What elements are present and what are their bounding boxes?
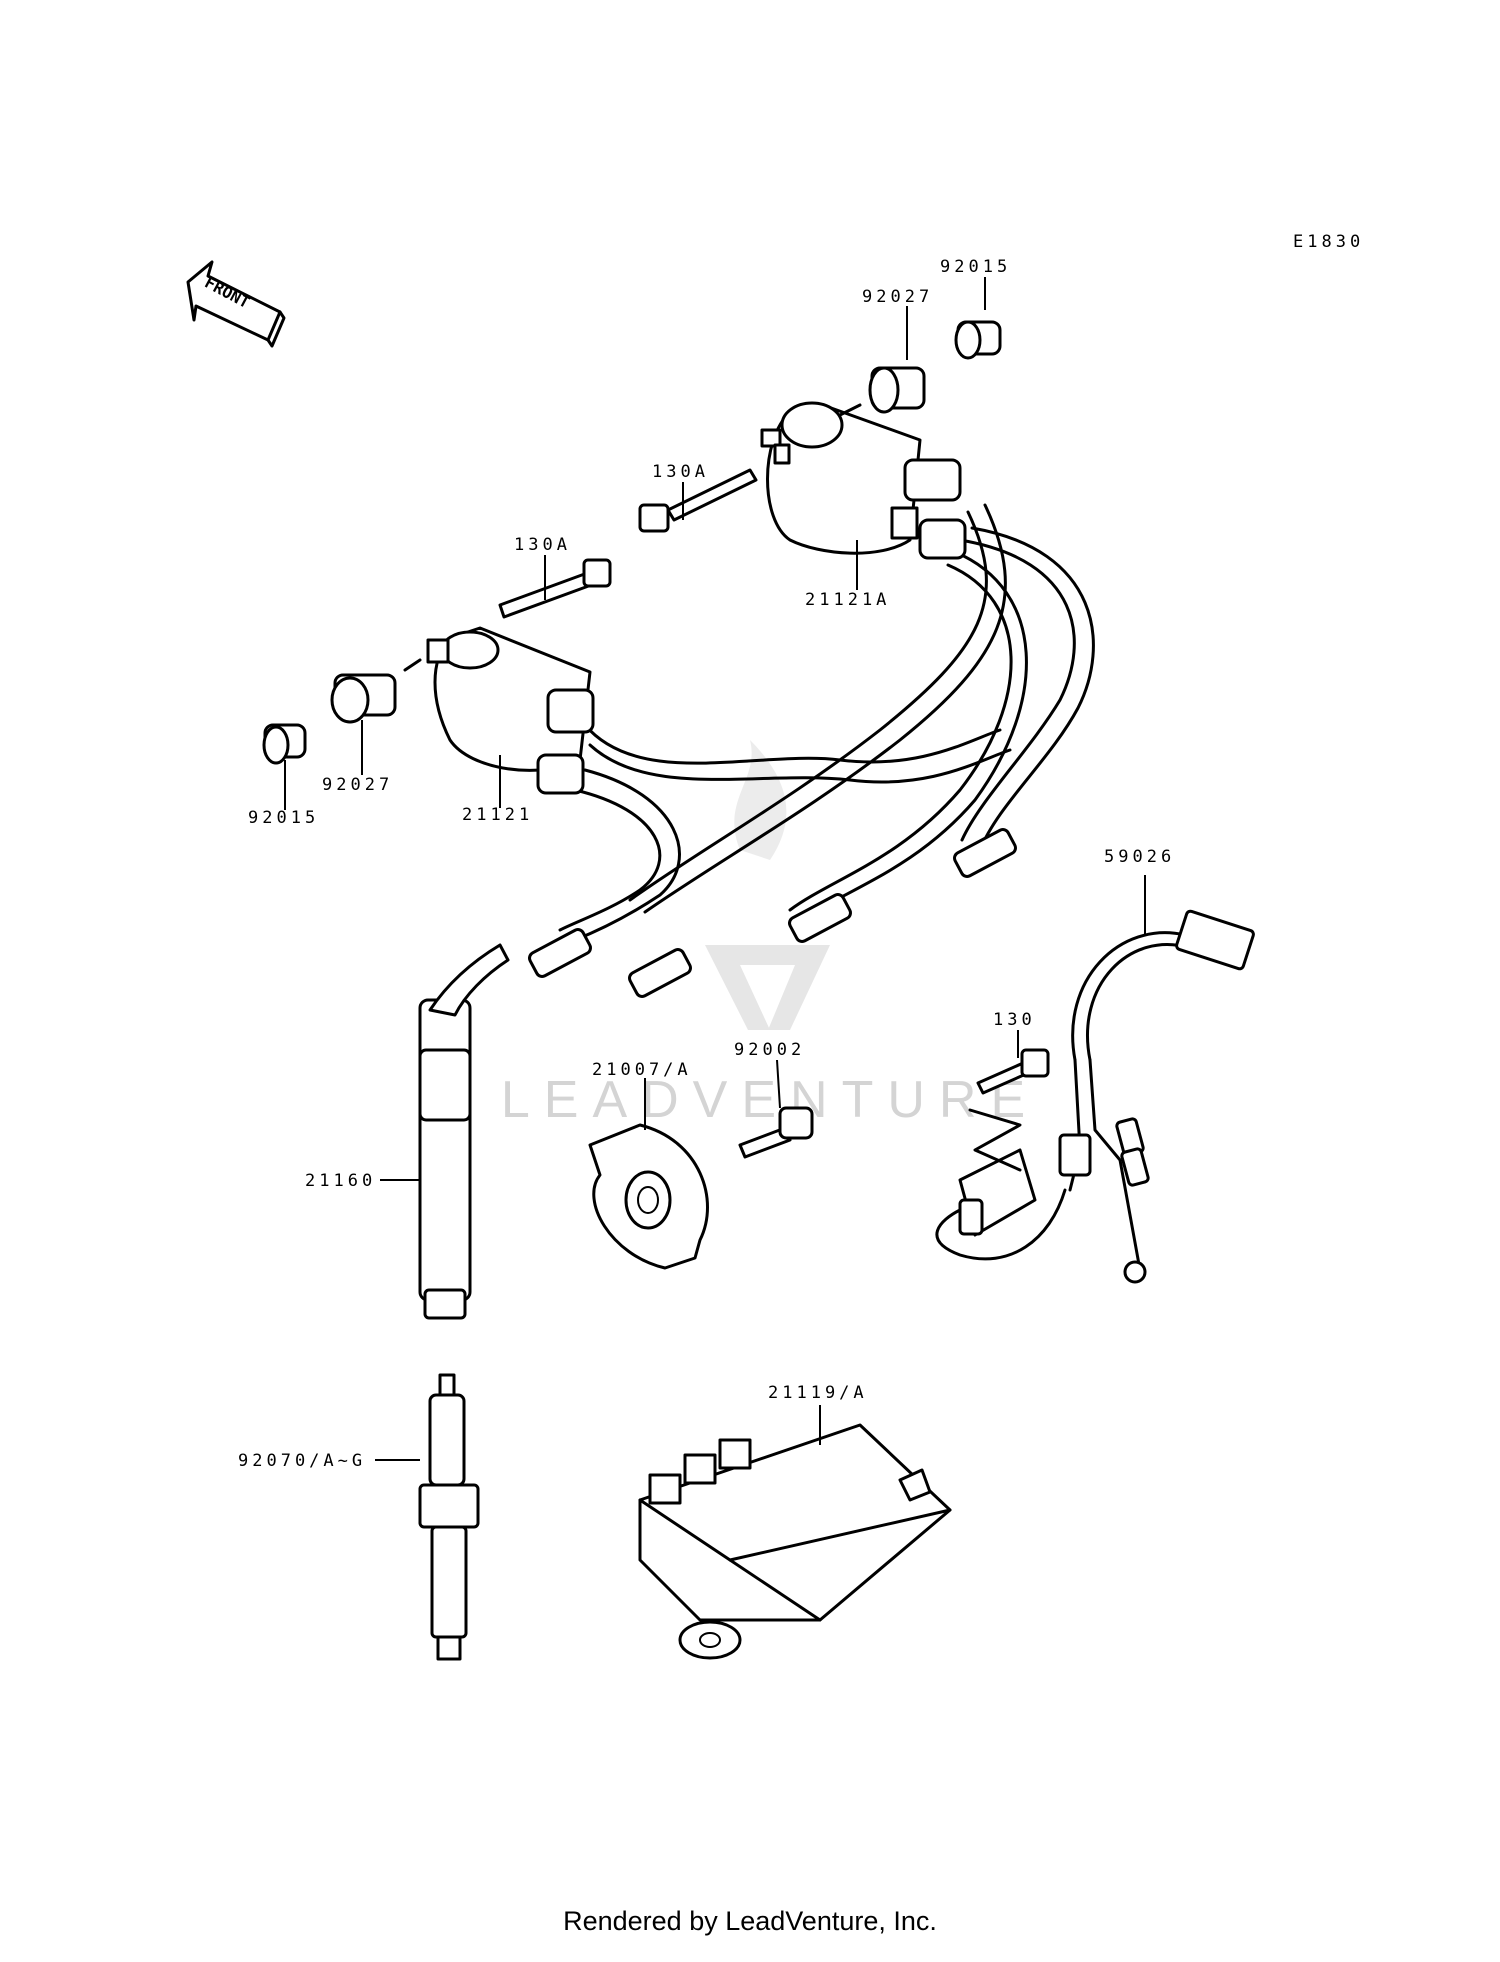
- part-label-59026: 59026: [1104, 847, 1175, 867]
- ignition-coil-21121: [426, 626, 1012, 942]
- figure-code: E1830: [1293, 232, 1364, 252]
- plug-cap-21160: [418, 943, 510, 1320]
- watermark-text: LEADVENTURE: [501, 1071, 1039, 1129]
- bushing-92027-top: [838, 366, 926, 417]
- part-label-130: 130: [993, 1010, 1036, 1030]
- collar-92015-left: [262, 723, 307, 765]
- part-label-21119a: 21119/A: [768, 1383, 868, 1403]
- bolt-130a-lower: [498, 558, 612, 619]
- part-label-130a-lower: 130A: [514, 535, 571, 555]
- part-label-21121: 21121: [462, 805, 533, 825]
- timing-rotor-21007a: [588, 1123, 709, 1270]
- part-label-130a-upper: 130A: [652, 462, 709, 482]
- part-label-92015-left: 92015: [248, 808, 319, 828]
- front-arrow-icon: FRONT: [186, 260, 286, 348]
- screw-92002: [738, 1106, 814, 1159]
- footer-credit: Rendered by LeadVenture, Inc.: [563, 1906, 937, 1936]
- spark-plug-92070: [418, 1373, 480, 1661]
- part-label-92015-top: 92015: [940, 257, 1011, 277]
- part-label-92002: 92002: [734, 1040, 805, 1060]
- leader-lines: [284, 277, 1146, 1461]
- part-label-21007a: 21007/A: [592, 1060, 692, 1080]
- bushing-92027-left: [330, 658, 422, 724]
- part-label-21160: 21160: [305, 1171, 376, 1191]
- igniter-21119a: [638, 1423, 952, 1660]
- bolt-130a-upper: [638, 468, 758, 533]
- part-label-92027-top: 92027: [862, 287, 933, 307]
- part-label-92070: 92070/A~G: [238, 1451, 366, 1471]
- part-label-92027-left: 92027: [322, 775, 393, 795]
- collar-92015-top: [954, 320, 1002, 360]
- ignition-coil-21121a: [628, 401, 1095, 922]
- part-label-21121a: 21121A: [805, 590, 890, 610]
- lead-boots: [528, 828, 1017, 998]
- bolt-130: [968, 1048, 1050, 1172]
